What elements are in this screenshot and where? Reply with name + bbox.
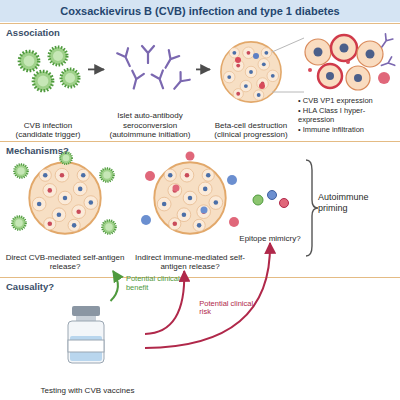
beta-cell — [346, 66, 370, 90]
antibody — [380, 57, 395, 70]
bullet-item: • HLA Class I hyper-expression — [298, 106, 398, 124]
figure-node: Beta-cell destruction (clinical progress… — [210, 41, 292, 139]
edge-label: Potential clinical benefit — [126, 275, 182, 292]
diagram-title: Coxsackievirus B (CVB) infection and typ… — [0, 0, 400, 22]
immune-cell — [227, 175, 237, 185]
section-band: AssociationCVB infection (candidate trig… — [0, 23, 400, 141]
immune-cell — [145, 171, 155, 181]
caption-text: Testing with CVB vaccines — [30, 386, 145, 395]
immune-cell — [186, 152, 195, 161]
islet — [29, 162, 100, 233]
nucleus — [314, 48, 323, 57]
immune-cell — [173, 185, 180, 192]
virus — [19, 51, 39, 71]
figure-node: CVB infection (candidate trigger) — [8, 41, 88, 139]
epitope — [253, 195, 263, 205]
epitope — [268, 191, 277, 200]
virus — [100, 168, 114, 182]
section-heading: Association — [6, 27, 60, 38]
virus — [102, 220, 116, 234]
antibody — [170, 72, 190, 93]
figure-node: Islet auto-antibody seroconversion (auto… — [104, 41, 196, 139]
nucleus — [354, 74, 362, 82]
antibody — [152, 70, 169, 90]
vial-body — [68, 321, 104, 363]
zoom-line — [272, 92, 304, 93]
caption-text: Islet auto-antibody seroconversion (auto… — [104, 111, 196, 139]
vp1-dot — [346, 60, 350, 64]
antibody — [378, 34, 393, 50]
epitope — [280, 199, 289, 208]
virus — [12, 216, 26, 230]
vial-label — [68, 340, 104, 352]
beta-cell — [305, 39, 331, 65]
connector-arrow — [196, 69, 210, 71]
virus — [49, 47, 67, 65]
virus — [61, 69, 79, 87]
figure-node: Testing with CVB vaccines — [30, 301, 145, 395]
bullet-item: • CVB VP1 expression — [298, 96, 398, 105]
nucleus — [340, 44, 349, 53]
antibody — [160, 50, 179, 71]
section-heading: Mechanisms? — [6, 145, 69, 156]
islet — [154, 162, 225, 233]
vial-neck — [76, 316, 96, 321]
immune-cell — [141, 215, 151, 225]
note-label: Autoimmune priming — [318, 192, 398, 214]
beta-cell-hla — [331, 35, 357, 61]
immune-cell — [259, 83, 265, 89]
section-band: Causality? Testing with CVB vaccines — [0, 277, 400, 400]
beta-cell-hla — [318, 64, 342, 88]
section-heading: Causality? — [6, 281, 54, 292]
immune-cell — [229, 217, 239, 227]
virus — [14, 164, 28, 178]
antibody — [117, 48, 135, 68]
antibody — [128, 71, 144, 91]
edge-label: Potential clinical risk — [199, 300, 261, 317]
figure-node: Indirect immune-mediated self-antigen re… — [132, 156, 248, 271]
vp1-dot — [308, 68, 312, 72]
immune-cell — [253, 53, 259, 59]
caption-text: Indirect immune-mediated self-antigen re… — [132, 253, 248, 271]
nucleus — [366, 50, 375, 59]
virus — [33, 71, 53, 91]
nucleus — [326, 72, 334, 80]
bullet-item: • Immune infiltration — [298, 125, 398, 134]
bullet-list: • CVB VP1 expression• HLA Class I hyper-… — [298, 96, 398, 134]
caption-text: CVB infection (candidate trigger) — [8, 121, 88, 139]
beta-cell — [357, 41, 383, 67]
brace — [306, 160, 318, 256]
immune-cell — [201, 207, 208, 214]
zoom-line — [272, 38, 304, 52]
caption-text: Epitope mimicry? — [236, 234, 304, 243]
connector-arrow — [111, 271, 118, 301]
antibody — [142, 46, 154, 63]
caption-text: Beta-cell destruction (clinical progress… — [210, 121, 292, 139]
immune-cell — [235, 57, 241, 63]
islet — [221, 42, 281, 102]
caption-text: Direct CVB-mediated self-antigen release… — [5, 253, 125, 271]
figure-node: Direct CVB-mediated self-antigen release… — [5, 156, 125, 271]
connector-arrow — [88, 69, 104, 71]
immune-cell — [378, 72, 390, 84]
figure-node: Epitope mimicry? — [236, 186, 304, 243]
vial-cap — [72, 306, 100, 316]
